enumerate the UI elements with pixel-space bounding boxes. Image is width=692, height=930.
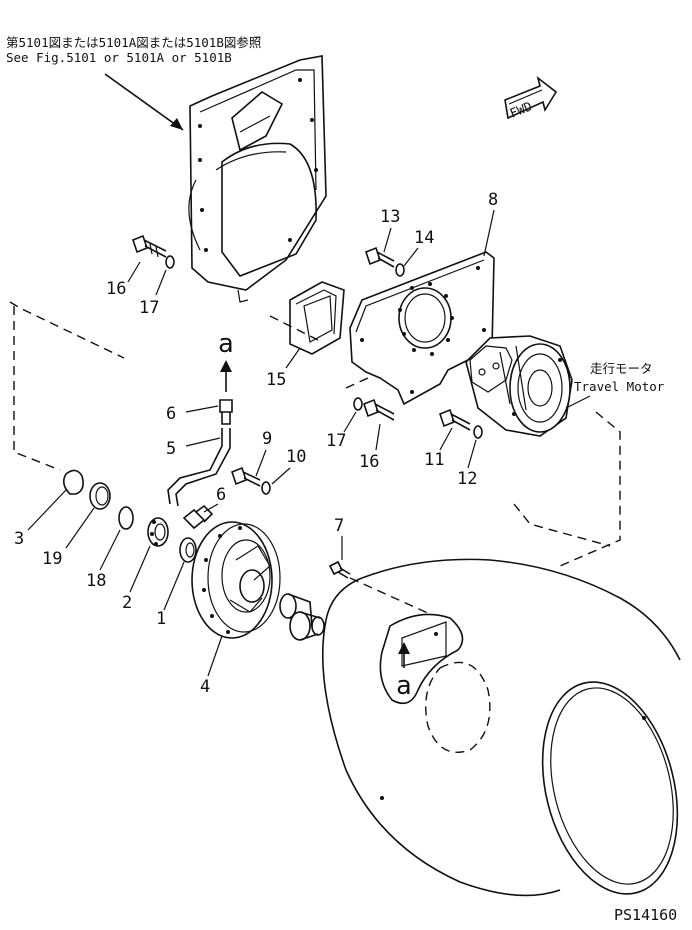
washer-17-middle <box>353 397 363 411</box>
seal-19 <box>89 482 111 510</box>
leader-16 <box>127 261 141 283</box>
reference-note-japanese: 第5101図または5101A図または5101B図参照 <box>6 35 261 50</box>
part-label-17: 17 <box>139 298 159 318</box>
arrowhead-icon <box>398 642 410 654</box>
bolt-16-middle <box>363 398 395 421</box>
washer-14 <box>395 263 405 277</box>
part-label-3: 3 <box>14 529 24 549</box>
part-label-18: 18 <box>86 571 106 591</box>
washer-12 <box>473 425 483 439</box>
o-ring-18 <box>118 506 134 530</box>
hose-5 <box>167 428 231 507</box>
leader-6 <box>185 405 219 413</box>
part-label-11: 11 <box>424 450 444 470</box>
leader-16-middle <box>375 423 381 451</box>
leader-4 <box>207 635 223 677</box>
part-label-7: 7 <box>334 516 344 536</box>
bearing-1-bore <box>185 542 195 558</box>
leader-6-lower <box>203 503 219 513</box>
reference-note-english: See Fig.5101 or 5101A or 5101B <box>6 50 232 65</box>
leader-5 <box>185 437 221 447</box>
bearing-2 <box>147 517 169 547</box>
leader-12 <box>467 439 477 469</box>
part-label-1: 1 <box>156 609 166 629</box>
fwd-label: FWD <box>508 98 535 120</box>
fitting-6-upper <box>219 399 233 425</box>
leader-18 <box>99 529 121 571</box>
part-label-16: 16 <box>106 279 126 299</box>
cover-15 <box>289 281 345 355</box>
bolt-11 <box>439 408 471 431</box>
bracket-plate-8 <box>349 251 495 406</box>
assembly-line <box>269 315 319 341</box>
view-marker-a-upper: a <box>218 329 234 359</box>
leader-9 <box>255 449 267 477</box>
part-label-4: 4 <box>200 677 210 697</box>
leader-travel-motor <box>565 395 591 409</box>
hub-4 <box>191 521 281 639</box>
arrowhead-icon <box>220 360 232 372</box>
bolt-13 <box>365 246 395 268</box>
washer-10 <box>261 481 271 495</box>
part-label-10: 10 <box>286 447 306 467</box>
leader-8 <box>483 209 495 257</box>
fwd-arrow-icon: FWD <box>504 75 558 121</box>
part-label-14: 14 <box>414 228 434 248</box>
assembly-line <box>559 411 621 567</box>
bolt-16-upper <box>132 234 167 258</box>
leader-1 <box>163 561 185 611</box>
frame-plate <box>188 55 327 303</box>
arrowhead-icon <box>170 118 183 130</box>
part-label-12: 12 <box>457 469 477 489</box>
shaft <box>279 593 325 641</box>
leader-2 <box>129 545 151 593</box>
drum <box>321 558 681 897</box>
bolt-9 <box>231 466 261 487</box>
leader-13 <box>383 227 392 253</box>
part-label-19: 19 <box>42 549 62 569</box>
leader-11 <box>439 427 453 451</box>
assembly-line <box>345 377 369 389</box>
part-label-16-middle: 16 <box>359 452 379 472</box>
part-label-13: 13 <box>380 207 400 227</box>
travel-motor-label-japanese: 走行モータ <box>590 361 653 376</box>
part-label-15: 15 <box>266 370 286 390</box>
view-marker-a-lower: a <box>396 671 412 701</box>
part-label-6: 6 <box>166 404 176 424</box>
part-label-6-lower: 6 <box>216 485 226 505</box>
travel-motor <box>465 335 573 437</box>
leader-17-middle <box>343 411 357 433</box>
washer-17-upper <box>165 255 175 269</box>
assembly-line <box>13 306 61 471</box>
leader-14 <box>403 247 419 267</box>
snap-ring-3 <box>62 469 84 495</box>
figure-id: PS14160 <box>614 906 677 924</box>
assembly-line <box>349 577 431 615</box>
reference-leader-line <box>104 73 184 131</box>
part-label-9: 9 <box>262 429 272 449</box>
part-label-5: 5 <box>166 439 176 459</box>
part-label-17-middle: 17 <box>326 431 346 451</box>
part-label-8: 8 <box>488 190 498 210</box>
travel-motor-label-english: Travel Motor <box>574 379 665 394</box>
leader-10 <box>271 467 291 485</box>
part-label-2: 2 <box>122 593 132 613</box>
leader-15 <box>285 347 301 369</box>
assembly-line <box>513 503 611 547</box>
assembly-line <box>9 301 125 359</box>
grease-fitting-7 <box>328 560 351 579</box>
leader-3 <box>27 489 67 531</box>
leader-19 <box>65 507 95 549</box>
leader-17 <box>155 269 167 296</box>
